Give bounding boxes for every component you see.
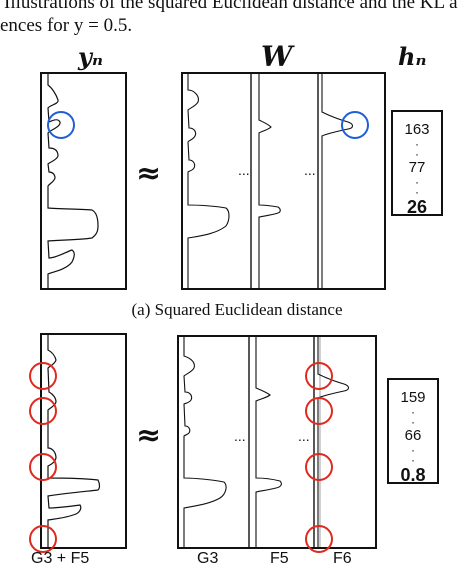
panel-b-activation-last: 0.8: [400, 465, 426, 485]
approx-symbol-b: ≈: [136, 418, 162, 453]
label-f5: F5: [270, 550, 289, 567]
vertical-dots: ··: [415, 175, 419, 199]
panel-b-red-circle-3: [29, 453, 57, 481]
panel-a-blue-circle-left: [47, 111, 75, 139]
ellipsis-b1: ...: [234, 428, 246, 444]
vertical-dots: ··: [411, 443, 415, 467]
ellipsis-a2: ...: [304, 162, 316, 178]
ellipsis-a1: ...: [238, 162, 250, 178]
panel-b-red-circle-2: [29, 397, 57, 425]
label-g3: G3: [197, 550, 219, 567]
vertical-dots: ··: [415, 137, 419, 161]
panel-a-activation-last: 26: [406, 197, 428, 217]
panel-b-red-circle-1: [29, 362, 57, 390]
panel-a-blue-circle-right: [341, 111, 369, 139]
label-f6: F6: [333, 550, 352, 567]
panel-b-activation-box: 159 ·· 66 ·· 0.8: [387, 378, 439, 485]
caption-line-1: Illustrations of the squared Euclidean d…: [4, 0, 458, 13]
panel-a-activation-box: 163 ·· 77 ·· 26: [391, 110, 443, 217]
panel-a-activation-first: 163: [404, 121, 430, 138]
panel-a-observation-box: [40, 72, 127, 290]
ellipsis-b2: ...: [298, 428, 310, 444]
panel-b-activation-first: 159: [400, 389, 426, 406]
panel-b-red-circle-5: [305, 362, 333, 390]
panel-b-activation-middle: 66: [404, 427, 422, 444]
y-n-label: yₙ: [78, 42, 103, 71]
caption-line-2: ences for y = 0.5.: [0, 15, 133, 36]
figure-caption: Illustrations of the squared Euclidean d…: [0, 0, 474, 37]
w-label: W: [261, 40, 293, 73]
panel-b-red-circle-7: [305, 453, 333, 481]
panel-b-red-circle-6: [305, 397, 333, 425]
panel-b-template-box: [177, 335, 377, 549]
panel-a-activation-middle: 77: [408, 159, 426, 176]
panel-b-red-circle-8: [305, 525, 333, 553]
panel-b-red-circle-4: [29, 525, 57, 553]
vertical-dots: ··: [411, 405, 415, 429]
panel-a-caption: (a) Squared Euclidean distance: [131, 300, 343, 319]
panel-a-template-box: [181, 72, 386, 290]
label-g3-f5: G3 + F5: [31, 550, 90, 567]
approx-symbol-a: ≈: [136, 156, 162, 191]
h-n-label: hₙ: [398, 42, 427, 71]
